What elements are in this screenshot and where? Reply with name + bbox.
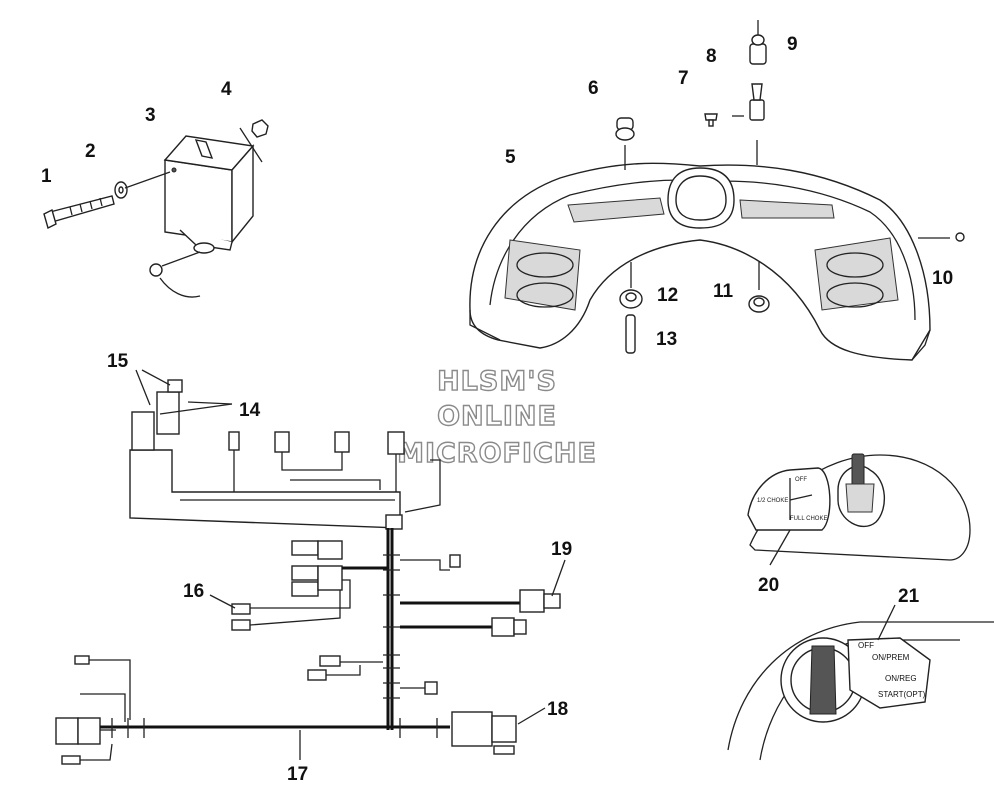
callout-1: 1 [41,166,52,187]
callout-17: 17 [287,764,308,785]
washer [114,181,128,199]
callout-13: 13 [656,329,677,350]
callout-4: 4 [221,79,232,100]
callout-21: 21 [898,586,920,607]
callout-7: 7 [678,68,689,89]
callout-14: 14 [239,400,261,421]
grommet [615,117,635,170]
callout-3: 3 [145,105,156,126]
watermark-line-3: MICROFICHE [397,438,597,469]
key-pos-on-prem: ON/PREM [872,653,910,662]
watermark-line-2: ONLINE [437,401,557,432]
screw [918,232,965,242]
light-switch [732,83,765,165]
callout-6: 6 [588,78,599,99]
bolt [43,195,115,230]
plug [748,262,770,313]
callout-12: 12 [657,285,678,306]
callout-11: 11 [713,281,734,302]
callout-10: 10 [932,268,953,289]
cdi-module [163,135,255,254]
bulb-socket [749,20,767,65]
callout-9: 9 [787,34,798,55]
callout-16: 16 [183,581,204,602]
key-switch-panel: OFF ON/PREM ON/REG START(OPT) [727,604,994,761]
rivet [704,113,718,127]
callout-18: 18 [547,699,568,720]
console-pod [469,162,931,361]
callout-20: 20 [758,575,779,596]
callout-19: 19 [551,539,572,560]
choke-panel: OFF 1/2 CHOKE FULL CHOKE [747,453,971,566]
callout-15: 15 [107,351,129,372]
nut [251,119,269,138]
speed-nut [619,262,643,309]
key-pos-start: START(OPT) [878,690,926,699]
ground-terminal [149,251,201,298]
callout-2: 2 [85,141,96,162]
choke-label-half: 1/2 CHOKE [757,498,788,504]
watermark-line-1: HLSM'S [437,366,557,397]
choke-label-off: OFF [795,477,807,483]
callout-5: 5 [505,147,516,168]
choke-label-full: FULL CHOKE [790,516,827,522]
callout-numbers: 1 2 3 4 5 6 7 8 9 10 11 12 13 14 15 16 1… [41,34,953,785]
callout-8: 8 [706,46,717,67]
key-pos-on-reg: ON/REG [885,674,917,683]
wiring-harness [55,369,566,765]
key-pos-off: OFF [858,641,874,650]
watermark: HLSM'S ONLINE MICROFICHE [396,365,597,469]
pin [625,314,636,354]
